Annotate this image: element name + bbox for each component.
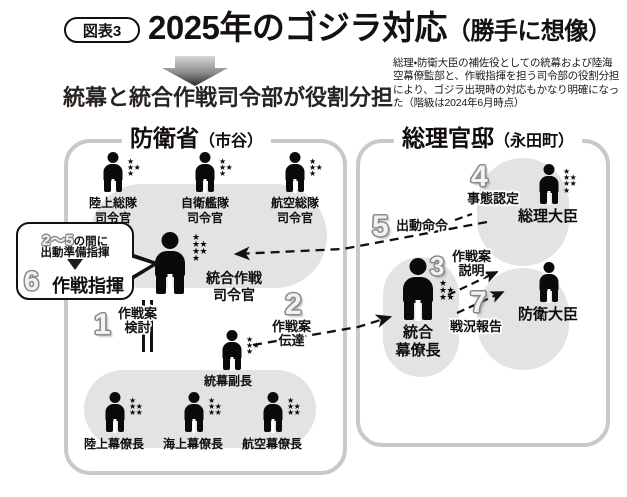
person-sori-daijin: ★★★★★★ (536, 164, 577, 205)
page-title: 2025年のゴジラ対応（勝手に想像） (148, 8, 612, 52)
callout-command-label: 作戦指揮 (52, 276, 124, 296)
label-line2: 司令官 (276, 210, 314, 225)
step-label-1: 作戦案 検討 (118, 307, 157, 335)
label-togo-bakuryocho: 統合 幕僚長 (395, 324, 440, 360)
rank-stars-kaijo-bakuryocho: ★★★★★ (208, 396, 222, 418)
label-line1: 自衛艦隊 (180, 196, 230, 210)
step-label-2: 作戦案 伝達 (272, 320, 311, 348)
label-kaijo-bakuryocho: 海上幕僚長 (163, 437, 223, 452)
rank-stars-jieikantai: ★★★★ (219, 157, 233, 179)
label-line1: 海上幕僚長 (162, 437, 224, 451)
person-tobaku-fukucho: ★★★★ (219, 330, 260, 371)
rank-stars-koku-bakuryocho: ★★★★★ (287, 396, 301, 418)
person-koku-bakuryocho: ★★★★★ (260, 392, 301, 433)
label-line1: 防衛大臣 (517, 306, 579, 323)
page-title-main: 2025年のゴジラ対応 (148, 9, 447, 46)
panel-title-pmo: 総理官邸（永田町） (394, 125, 583, 155)
callout-operational-command: 2～5の間に 出動準備指揮 6 作戦指揮 (16, 222, 160, 300)
rank-stars-togo-bakuryocho: ★★★★★ (439, 278, 455, 302)
panel-title-pmo-location: （永田町） (494, 133, 575, 150)
label-line2: 幕僚長 (395, 342, 441, 359)
person-koku-sotai: ★★★★ (282, 152, 323, 193)
callout-down-arrow-icon (67, 259, 83, 270)
step-label-line2: 説明 (458, 263, 485, 278)
person-kaijo-bakuryocho: ★★★★★ (181, 392, 222, 433)
label-line2: 司令官 (186, 210, 224, 225)
callout-tail-inner (130, 257, 152, 277)
figure-badge: 図表3 (64, 17, 140, 43)
label-line1: 航空総隊 (270, 196, 320, 210)
step-label-line1: 作戦案 (272, 319, 312, 334)
step-label-line1: 作戦案 (452, 249, 492, 264)
label-tobaku-fukucho: 統幕副長 (204, 374, 252, 389)
callout-line2: 出動準備指揮 (40, 247, 110, 259)
panel-title-mod: 防衛省（市谷） (122, 125, 272, 155)
callout-step-number: 6 (24, 266, 40, 296)
person-togo-sakusen-shireikan: ★★★★★★ (150, 232, 208, 295)
step-number-7: 7 (470, 286, 487, 319)
page-caption: 総理・防衛大臣の補佐役としての統幕および陸海空幕僚監部と、作戦指揮を担う司令部の… (393, 57, 620, 110)
person-jieikantai: ★★★★ (192, 152, 233, 193)
step-label-4: 事態認定 (467, 192, 519, 206)
rank-stars-rikujo-sotai: ★★★★ (127, 157, 141, 179)
label-line1: 統幕副長 (203, 374, 253, 388)
callout-line1: 2～5の間に (18, 229, 132, 250)
callout-step-range: 2～5 (41, 232, 74, 249)
label-rikujo-sotai: 陸上総隊 司令官 (89, 196, 137, 225)
label-koku-bakuryocho: 航空幕僚長 (242, 437, 302, 452)
rank-stars-togo-sakusen: ★★★★★★ (192, 232, 208, 263)
step-label-line1: 作戦案 (118, 306, 158, 321)
label-bouei-daijin: 防衛大臣 (518, 306, 578, 324)
rank-stars-sori-daijin: ★★★★★★ (563, 167, 577, 195)
label-sori-daijin: 総理大臣 (518, 208, 578, 226)
label-line1: 陸上幕僚長 (83, 437, 145, 451)
step-number-4: 4 (471, 160, 488, 193)
step-number-5: 5 (372, 210, 389, 243)
step-number-1: 1 (94, 308, 111, 341)
rank-stars-tobaku-fukucho: ★★★★ (246, 335, 260, 357)
step-number-2: 2 (285, 288, 302, 321)
step-label-5: 出動命令 (396, 219, 448, 233)
page-subtitle: 統幕と統合作戦司令部が役割分担 (63, 85, 394, 110)
step-number-3: 3 (430, 251, 445, 281)
step-label-line2: 伝達 (278, 333, 305, 348)
label-line1: 統合作戦 (206, 270, 262, 286)
person-rikujo-sotai: ★★★★ (100, 152, 141, 193)
label-rikujo-bakuryocho: 陸上幕僚長 (84, 437, 144, 452)
label-jieikantai: 自衛艦隊 司令官 (181, 196, 229, 225)
rank-stars-koku-sotai: ★★★★ (309, 157, 323, 179)
rank-stars-rikujo-bakuryocho: ★★★★★ (129, 396, 143, 418)
label-koku-sotai: 航空総隊 司令官 (271, 196, 319, 225)
double-line-connector (142, 300, 153, 352)
person-bouei-daijin (536, 262, 562, 303)
label-line1: 航空幕僚長 (241, 437, 303, 451)
label-togo-sakusen-shireikan: 統合作戦 司令官 (206, 270, 262, 304)
label-line2: 司令官 (213, 287, 255, 303)
panel-title-mod-location: （市谷） (199, 133, 264, 150)
panel-title-pmo-name: 総理官邸 (402, 125, 494, 151)
step-label-line2: 検討 (124, 320, 151, 335)
step-label-line1: 事態認定 (467, 191, 520, 206)
step-label-7: 戦況報告 (450, 320, 502, 334)
panel-title-mod-name: 防衛省 (130, 125, 199, 151)
label-line1: 統合 (402, 324, 434, 341)
step-label-line1: 出動命令 (396, 218, 449, 233)
step-label-3: 作戦案 説明 (452, 250, 491, 278)
person-rikujo-bakuryocho: ★★★★★ (102, 392, 143, 433)
page-title-paren: （勝手に想像） (446, 18, 612, 45)
person-togo-bakuryocho: ★★★★★ (398, 258, 455, 321)
label-line1: 陸上総隊 (88, 196, 138, 210)
step-label-line1: 戦況報告 (450, 319, 503, 334)
label-line1: 総理大臣 (517, 208, 579, 225)
callout-range-suffix: の間に (73, 236, 109, 248)
label-line2: 司令官 (94, 210, 132, 225)
